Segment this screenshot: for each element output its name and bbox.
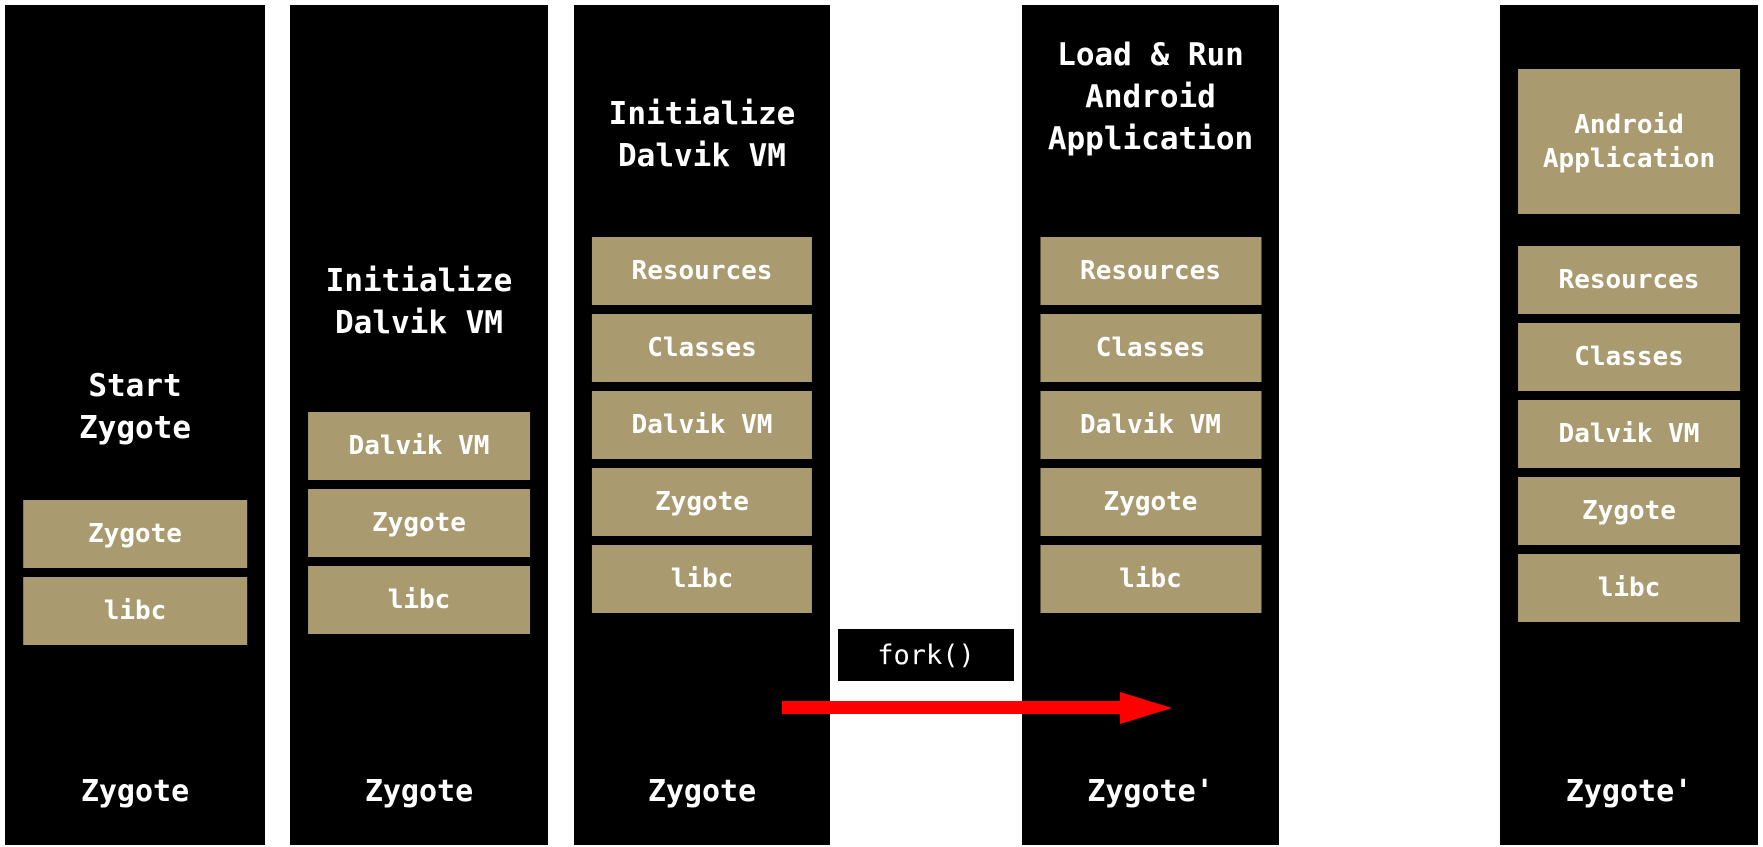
layer-zygote: Zygote (591, 468, 813, 536)
layer-libc: libc (591, 545, 813, 613)
layer-zygote: Zygote (23, 500, 247, 568)
layer-android-application: Android Application (1518, 69, 1740, 214)
layer-stack: Resources Classes Dalvik VM Zygote libc (591, 237, 813, 613)
stage-column-load-run-android-application: Load & Run Android Application Resources… (1022, 5, 1279, 845)
column-header: Initialize Dalvik VM (325, 263, 513, 341)
stage-column-start-zygote: Start Zygote Zygote libc Zygote (5, 5, 265, 845)
column-header: Load & Run Android Application (1047, 37, 1254, 157)
layer-zygote: Zygote (1518, 477, 1740, 545)
layer-libc: libc (23, 577, 247, 645)
layer-stack: Dalvik VM Zygote libc (308, 412, 530, 634)
layer-libc: libc (1518, 554, 1740, 622)
layer-resources: Resources (1518, 246, 1740, 314)
layer-stack: Zygote libc (23, 500, 247, 645)
layer-dalvik-vm: Dalvik VM (1518, 400, 1740, 468)
layer-zygote: Zygote (308, 489, 530, 557)
layer-stack: Resources Classes Dalvik VM Zygote libc (1039, 237, 1262, 613)
fork-label: fork() (838, 629, 1014, 681)
stage-column-initialize-dalvik-vm-loaded: Initialize Dalvik VM Resources Classes D… (574, 5, 830, 845)
layer-resources: Resources (591, 237, 813, 305)
column-footer: Zygote' (1087, 774, 1214, 809)
layer-resources: Resources (1039, 237, 1262, 305)
column-header: Start Zygote (79, 368, 191, 446)
layer-classes: Classes (591, 314, 813, 382)
layer-libc: libc (1039, 545, 1262, 613)
column-header: Initialize Dalvik VM (608, 96, 796, 174)
stage-column-android-application-running: Android Application Resources Classes Da… (1500, 5, 1758, 845)
column-footer: Zygote (80, 774, 190, 809)
column-footer: Zygote (364, 774, 474, 809)
layer-classes: Classes (1518, 323, 1740, 391)
layer-dalvik-vm: Dalvik VM (591, 391, 813, 459)
layer-stack: Android Application Resources Classes Da… (1518, 69, 1740, 622)
layer-classes: Classes (1039, 314, 1262, 382)
layer-dalvik-vm: Dalvik VM (308, 412, 530, 480)
stage-column-initialize-dalvik-vm: Initialize Dalvik VM Dalvik VM Zygote li… (290, 5, 548, 845)
layer-zygote: Zygote (1039, 468, 1262, 536)
column-footer: Zygote (647, 774, 757, 809)
column-footer: Zygote' (1565, 774, 1693, 809)
layer-libc: libc (308, 566, 530, 634)
layer-dalvik-vm: Dalvik VM (1039, 391, 1262, 459)
